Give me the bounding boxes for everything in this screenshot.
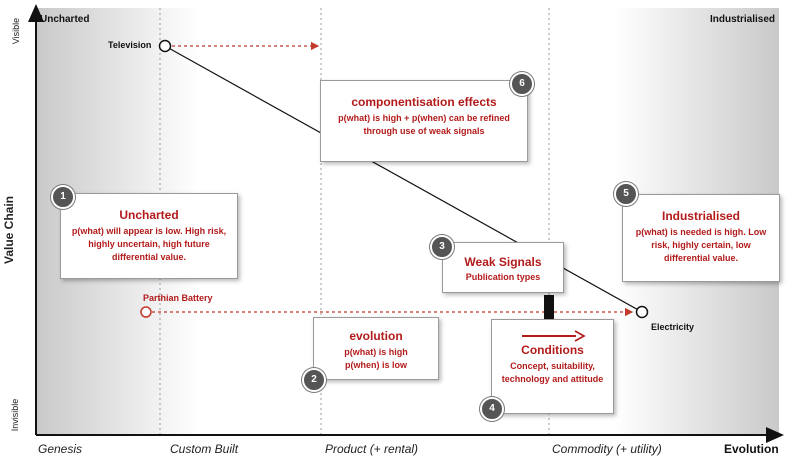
- conditions-body: Concept, suitability, technology and att…: [501, 361, 604, 384]
- evolution-box: evolution p(what) is high p(when) is low: [313, 317, 439, 380]
- conditions-title: Conditions: [521, 343, 584, 357]
- conditions-marker: [544, 295, 554, 330]
- electricity-label: Electricity: [651, 322, 695, 332]
- y-axis-bottom-label: Invisible: [10, 398, 20, 432]
- corner-label-uncharted: Uncharted: [40, 14, 90, 25]
- x-stage-custom-built: Custom Built: [170, 442, 239, 456]
- television-label: Television: [108, 40, 152, 50]
- weak-signals-box: Weak Signals Publication types: [442, 242, 564, 293]
- uncharted-box: Uncharted p(what) will appear is low. Hi…: [60, 193, 238, 279]
- television-node: [158, 39, 172, 53]
- y-axis-title: Value Chain: [2, 195, 16, 265]
- evolution-arrow-icon: [521, 330, 586, 342]
- badge-6: 6: [510, 72, 534, 96]
- componentisation-box: componentisation effects p(what) is high…: [320, 80, 528, 162]
- y-axis-top-label: Visible: [11, 17, 21, 45]
- badge-2: 2: [302, 368, 326, 392]
- industrialised-box: Industrialised p(what) is needed is high…: [622, 194, 780, 282]
- weak-signals-title: Weak Signals: [464, 255, 542, 269]
- uncharted-body: p(what) will appear is low. High risk, h…: [71, 226, 227, 262]
- badge-5: 5: [614, 182, 638, 206]
- componentisation-title: componentisation effects: [351, 95, 497, 109]
- weak-signals-body: Publication types: [465, 272, 541, 282]
- x-stage-product: Product (+ rental): [325, 442, 419, 456]
- parthian-battery-label: Parthian Battery: [143, 293, 213, 303]
- evolution-body: p(what) is high p(when) is low: [344, 347, 408, 370]
- electricity-node: [635, 305, 649, 319]
- badge-1: 1: [51, 185, 75, 209]
- x-stage-commodity: Commodity (+ utility): [552, 442, 662, 456]
- industrialised-title: Industrialised: [661, 209, 741, 223]
- industrialised-body: p(what) is needed is high. Low risk, hig…: [635, 227, 767, 263]
- badge-4: 4: [480, 397, 504, 421]
- badge-3: 3: [430, 235, 454, 259]
- evolution-title: evolution: [349, 329, 403, 343]
- x-stage-genesis: Genesis: [38, 442, 83, 456]
- corner-label-industrialised: Industrialised: [709, 14, 775, 25]
- uncharted-title: Uncharted: [119, 208, 179, 222]
- x-axis-title: Evolution: [724, 442, 779, 456]
- conditions-box: Conditions Concept, suitability, technol…: [491, 319, 614, 414]
- componentisation-body: p(what) is high + p(when) can be refined…: [338, 113, 510, 136]
- parthian-battery-node: [140, 306, 152, 318]
